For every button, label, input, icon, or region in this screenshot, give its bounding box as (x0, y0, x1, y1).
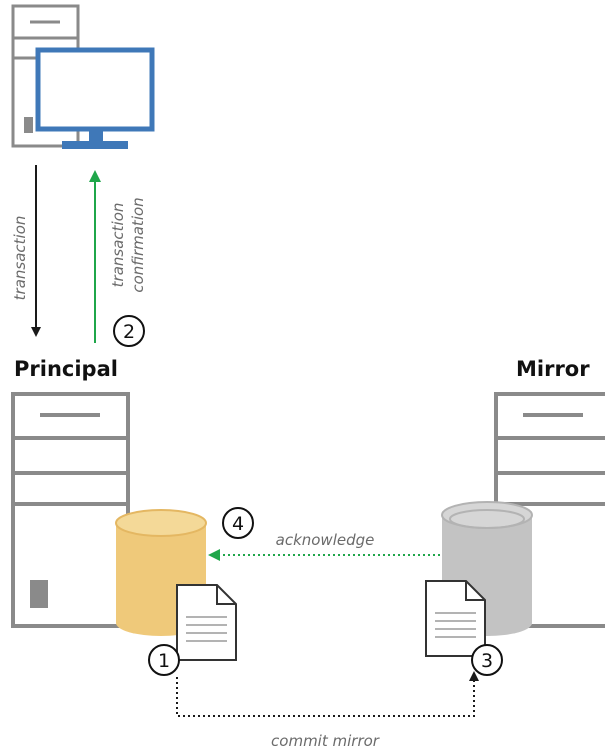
step-1-badge: 1 (148, 644, 180, 676)
svg-text:4: 4 (232, 513, 244, 535)
svg-text:2: 2 (123, 321, 135, 343)
transaction-confirmation-label-line2: confirmation (129, 197, 147, 292)
acknowledge-label: acknowledge (276, 531, 375, 549)
monitor-icon (35, 47, 155, 149)
transaction-label: transaction (11, 216, 29, 301)
svg-text:3: 3 (481, 650, 493, 672)
transaction-confirmation-label-line1: transaction (109, 203, 127, 288)
principal-server-icon (11, 392, 130, 628)
commit-mirror-arrow (176, 671, 479, 717)
client-computer-icon (11, 4, 155, 149)
mirror-log-document-icon (425, 580, 486, 657)
principal-log-document-icon (176, 584, 237, 661)
commit-mirror-label: commit mirror (271, 732, 380, 750)
principal-title: Principal (14, 357, 118, 381)
svg-text:1: 1 (158, 650, 170, 672)
step-2-badge: 2 (113, 315, 145, 347)
step-3-badge: 3 (471, 644, 503, 676)
mirror-title: Mirror (516, 357, 590, 381)
step-4-badge: 4 (222, 507, 254, 539)
